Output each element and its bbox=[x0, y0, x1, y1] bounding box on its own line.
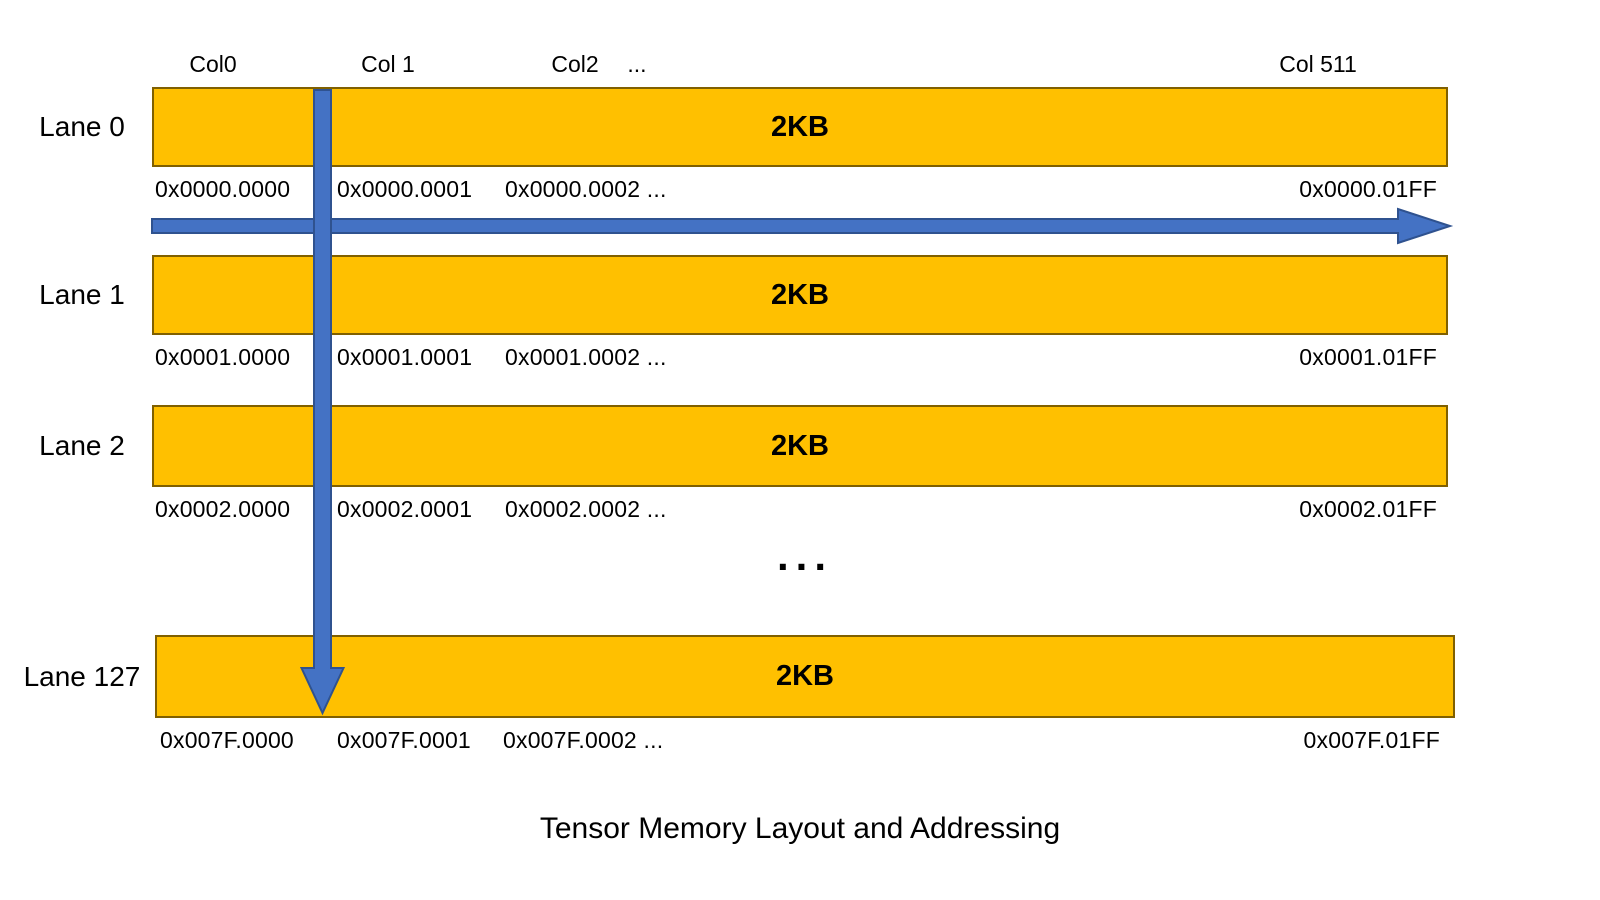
address-label: 0x0002.01FF bbox=[1299, 496, 1437, 522]
lane-0-bar: 2KB bbox=[152, 87, 1448, 167]
address-label: 0x0002.0001 bbox=[337, 496, 473, 522]
address-label: 0x0001.0000 bbox=[155, 344, 291, 370]
address-label: 0x0000.0000 bbox=[155, 176, 291, 202]
lane-2-bar: 2KB bbox=[152, 405, 1448, 487]
lane-127-bar: 2KB bbox=[155, 635, 1455, 718]
col-header-ellipsis: ... bbox=[627, 50, 647, 77]
address-label: 0x0001.0002 ... bbox=[505, 344, 667, 370]
address-label: 0x0000.0002 ... bbox=[505, 176, 667, 202]
col-header-0: Col0 bbox=[189, 50, 237, 77]
address-label: 0x0002.0000 bbox=[155, 496, 291, 522]
lane-1-size-label: 2KB bbox=[770, 278, 829, 311]
address-label: 0x0000.0001 bbox=[337, 176, 473, 202]
right-arrow-icon bbox=[151, 207, 1454, 245]
lane-2-size-label: 2KB bbox=[770, 429, 829, 462]
col-header-1: Col 1 bbox=[361, 50, 415, 77]
address-label: 0x0001.01FF bbox=[1299, 344, 1437, 370]
address-label: 0x007F.01FF bbox=[1303, 727, 1440, 753]
address-label: 0x0002.0002 ... bbox=[505, 496, 667, 522]
lanes-ellipsis: ... bbox=[776, 532, 833, 579]
lane-127-label: Lane 127 bbox=[23, 660, 141, 692]
lane-1-address-row: 0x0001.0000 0x0001.0001 0x0001.0002 ... … bbox=[0, 344, 1600, 372]
lane-1-bar: 2KB bbox=[152, 255, 1448, 335]
diagram-title: Tensor Memory Layout and Addressing bbox=[539, 812, 1061, 845]
address-label: 0x007F.0001 bbox=[337, 727, 471, 753]
col-header-511: Col 511 bbox=[1279, 50, 1357, 77]
address-label: 0x007F.0000 bbox=[160, 727, 294, 753]
lane-127-address-row: 0x007F.0000 0x007F.0001 0x007F.0002 ... … bbox=[0, 727, 1600, 755]
lane-1-label: Lane 1 bbox=[39, 279, 125, 310]
lane-2-address-row: 0x0002.0000 0x0002.0001 0x0002.0002 ... … bbox=[0, 496, 1600, 524]
lane-0-label: Lane 0 bbox=[39, 111, 125, 142]
col-header-2: Col2 bbox=[551, 50, 599, 77]
address-label: 0x0000.01FF bbox=[1299, 176, 1437, 202]
lane-0-size-label: 2KB bbox=[770, 110, 829, 143]
lane-127-size-label: 2KB bbox=[775, 660, 834, 692]
address-label: 0x0001.0001 bbox=[337, 344, 473, 370]
address-label: 0x007F.0002 ... bbox=[503, 727, 664, 753]
lane-0-address-row: 0x0000.0000 0x0000.0001 0x0000.0002 ... … bbox=[0, 176, 1600, 204]
lane-2-label: Lane 2 bbox=[39, 430, 125, 461]
